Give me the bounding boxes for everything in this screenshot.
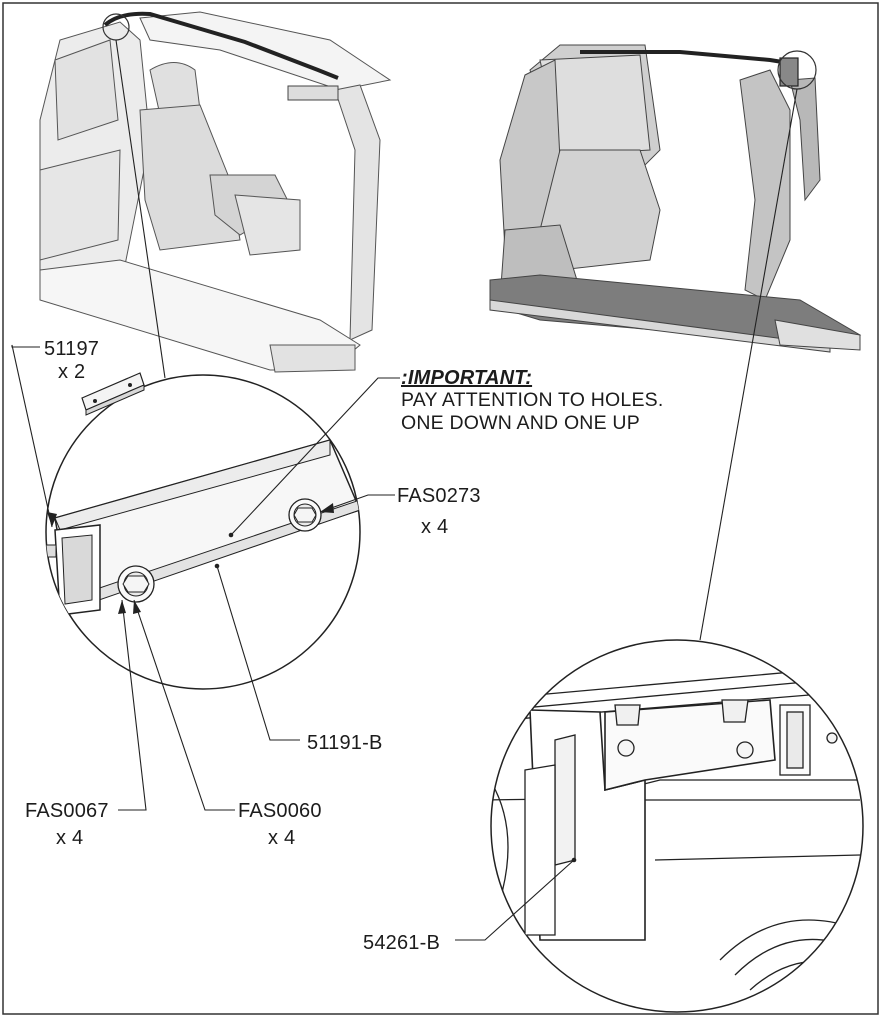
- rail-end-bracket-right: [779, 57, 799, 87]
- callout-51197-qty: x 2: [58, 361, 86, 383]
- callout-51197-part: 51197: [44, 338, 100, 360]
- arrowheads: [47, 503, 334, 614]
- callout-fas0060-part: FAS0060: [238, 800, 322, 822]
- bolt-lower: [117, 565, 155, 603]
- bolt-upper: [288, 498, 322, 532]
- rear-bracket-left: [287, 85, 339, 101]
- roof-rail-left: [103, 11, 339, 80]
- important-note: :IMPORTANT: PAY ATTENTION TO HOLES. ONE …: [401, 367, 664, 435]
- callout-fas0067-qty: x 4: [56, 827, 84, 849]
- van-interior-right-view: [489, 44, 862, 353]
- callout-fas0060-qty: x 4: [268, 827, 296, 849]
- important-line-1: PAY ATTENTION TO HOLES.: [401, 389, 664, 411]
- callout-fas0067-part: FAS0067: [25, 800, 109, 822]
- important-line-2: ONE DOWN AND ONE UP: [401, 412, 640, 434]
- callout-51191-part: 51191-B: [307, 732, 383, 754]
- part-51197-plate: [81, 372, 145, 416]
- leader-lines: [11, 39, 798, 941]
- important-title: :IMPORTANT:: [401, 367, 533, 389]
- callout-54261-part: 54261-B: [363, 932, 441, 954]
- van-interior-left-view: [39, 11, 392, 373]
- callout-fas0273-qty: x 4: [421, 516, 449, 538]
- callout-fas0273-part: FAS0273: [397, 485, 481, 507]
